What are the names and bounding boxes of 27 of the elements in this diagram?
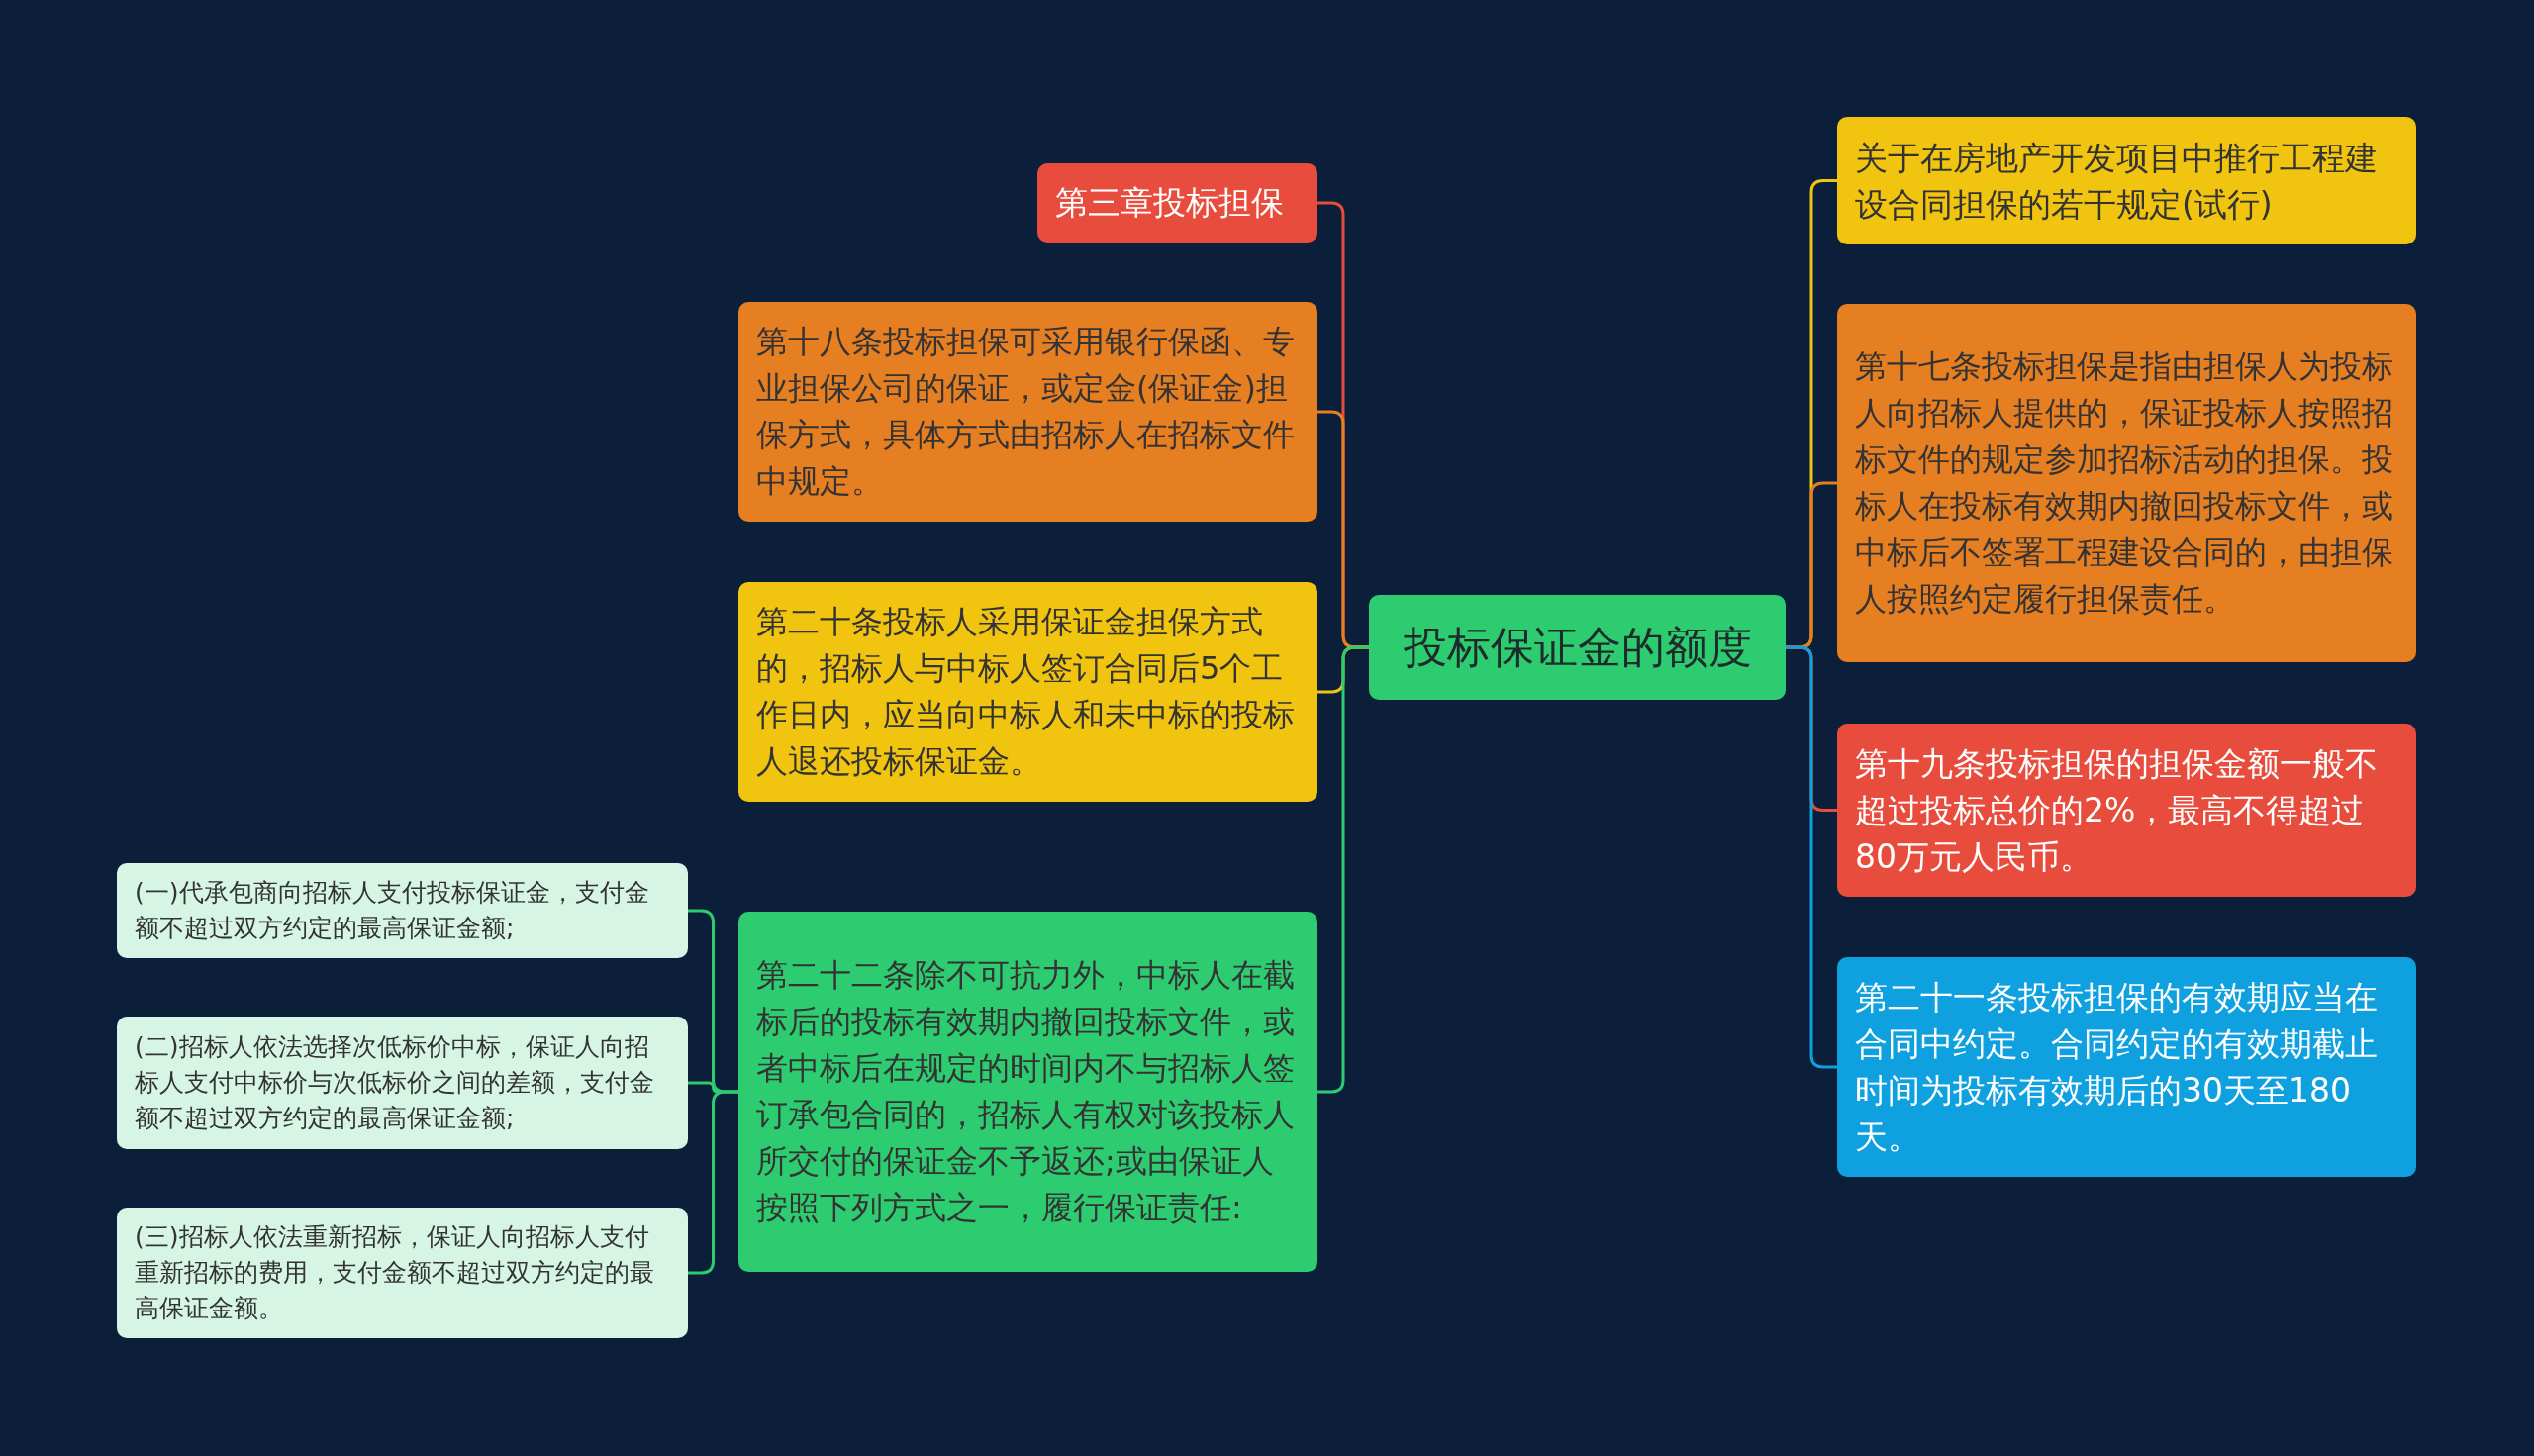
topic-text: 第三章投标担保 <box>1055 182 1284 224</box>
connector-line <box>1786 645 1837 1069</box>
topic-text: (二)招标人依法选择次低标价中标，保证人向招标人支付中标价与次低标价之间的差额，支付金额不超过双方约定的最高保证金额; <box>135 1031 655 1134</box>
topic-text: 第十八条投标担保可采用银行保函、专业担保公司的保证，或定金(保证金)担保方式，具体方式由招标人在招标文件中规定。 <box>756 322 1296 502</box>
topic-box <box>117 1017 688 1149</box>
connector-line <box>1317 645 1369 1094</box>
connector-line <box>688 1090 738 1275</box>
topic-box <box>738 912 1317 1272</box>
topic-box <box>738 582 1317 802</box>
topic-text: 第二十二条除不可抗力外，中标人在截标后的投标有效期内撤回投标文件，或者中标后在规定的时间内不与招标人签订承包合同的，招标人有权对该投标人所交付的保证金不予返还;或由保证人按照下列方式之一，履行保证责任: <box>756 955 1296 1228</box>
topic-text: (一)代承包商向招标人支付投标保证金，支付金额不超过双方约定的最高保证金额; <box>135 877 650 944</box>
topic-text: 第二十条投标人采用保证金担保方式的，招标人与中标人签订合同后5个工作日内，应当向中标人和未中标的投标人退还投标保证金。 <box>756 602 1296 782</box>
topic-text: 第十七条投标担保是指由担保人为投标人向招标人提供的，保证投标人按照招标文件的规定参加招标活动的担保。投标人在投标有效期内撤回投标文件，或中标后不签署工程建设合同的，由担保人按照约定履行担保责任。 <box>1855 346 2394 620</box>
topic-text: 第十九条投标担保的担保金额一般不超过投标总价的2%，最高不得超过80万元人民币。 <box>1855 743 2379 878</box>
central-topic-box <box>1369 595 1786 700</box>
topic-box <box>1837 957 2416 1177</box>
topic-box <box>1037 163 1317 243</box>
topic-text: 第二十一条投标担保的有效期应当在合同中约定。合同约定的有效期截止时间为投标有效期后的30天至180天。 <box>1855 977 2379 1158</box>
topic-box <box>117 1208 688 1338</box>
topic-text: 关于在房地产开发项目中推行工程建设合同担保的若干规定(试行) <box>1855 137 2379 226</box>
topic-box <box>1837 117 2416 244</box>
topic-text: (三)招标人依法重新招标，保证人向招标人支付重新招标的费用，支付金额不超过双方约定的最高保证金额。 <box>135 1221 655 1324</box>
topic-box <box>1837 724 2416 897</box>
topic-box <box>117 863 688 958</box>
topic-box <box>1837 304 2416 662</box>
topic-box <box>738 302 1317 522</box>
topic-text: 投标保证金的额度 <box>1403 621 1752 674</box>
